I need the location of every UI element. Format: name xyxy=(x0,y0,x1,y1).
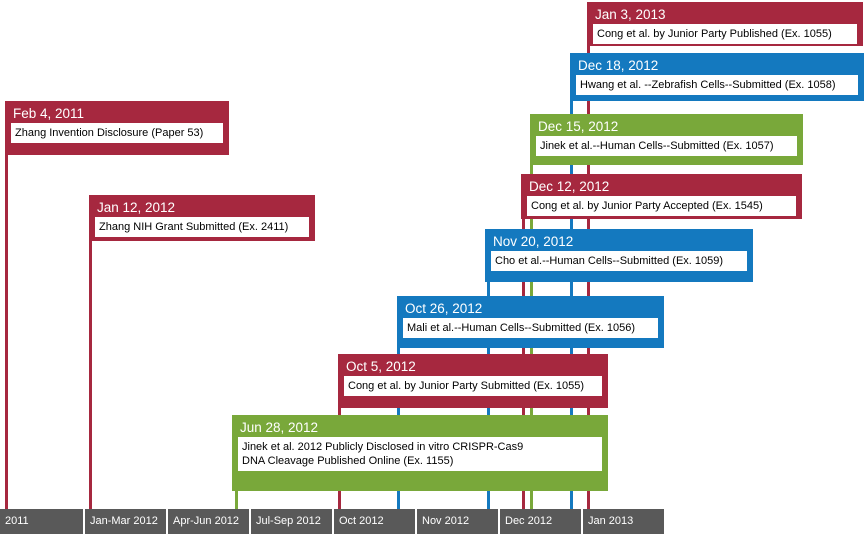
axis-label-apr-jun-2012: Apr-Jun 2012 xyxy=(166,509,249,534)
event-oct-26-2012: Oct 26, 2012 Mali et al.--Human Cells--S… xyxy=(397,296,664,348)
timeline-line-jun-28-2012 xyxy=(235,490,238,509)
event-description: Cong et al. by Junior Party Published (E… xyxy=(593,24,857,44)
axis-label-jan-mar-2012: Jan-Mar 2012 xyxy=(83,509,166,534)
event-jan-12-2012: Jan 12, 2012 Zhang NIH Grant Submitted (… xyxy=(89,195,315,241)
event-date: Dec 18, 2012 xyxy=(578,58,659,73)
event-date: Oct 26, 2012 xyxy=(405,301,483,316)
timeline-line-feb-4-2011 xyxy=(5,154,8,509)
event-description: Jinek et al. 2012 Publicly Disclosed in … xyxy=(238,437,602,471)
event-description: Zhang Invention Disclosure (Paper 53) xyxy=(11,123,223,143)
event-nov-20-2012: Nov 20, 2012 Cho et al.--Human Cells--Su… xyxy=(485,229,753,282)
event-jun-28-2012: Jun 28, 2012 Jinek et al. 2012 Publicly … xyxy=(232,415,608,491)
event-dec-15-2012: Dec 15, 2012 Jinek et al.--Human Cells--… xyxy=(530,114,803,165)
timeline-axis: 2011 Jan-Mar 2012 Apr-Jun 2012 Jul-Sep 2… xyxy=(0,509,664,534)
event-description: Cho et al.--Human Cells--Submitted (Ex. … xyxy=(491,251,747,271)
axis-label-2011: 2011 xyxy=(5,515,29,527)
event-description: Hwang et al. --Zebrafish Cells--Submitte… xyxy=(576,75,858,95)
event-jan-3-2013: Jan 3, 2013 Cong et al. by Junior Party … xyxy=(587,2,863,46)
event-feb-4-2011: Feb 4, 2011 Zhang Invention Disclosure (… xyxy=(5,101,229,155)
event-dec-18-2012: Dec 18, 2012 Hwang et al. --Zebrafish Ce… xyxy=(570,53,864,101)
axis-label-oct-2012: Oct 2012 xyxy=(332,509,415,534)
event-description: Cong et al. by Junior Party Accepted (Ex… xyxy=(527,196,796,216)
event-description: Mali et al.--Human Cells--Submitted (Ex.… xyxy=(403,318,658,338)
event-oct-5-2012: Oct 5, 2012 Cong et al. by Junior Party … xyxy=(338,354,608,408)
event-date: Jan 12, 2012 xyxy=(97,200,176,215)
axis-label-jan-2013: Jan 2013 xyxy=(581,509,664,534)
event-description: Cong et al. by Junior Party Submitted (E… xyxy=(344,376,602,396)
axis-label-nov-2012: Nov 2012 xyxy=(415,509,498,534)
timeline-line-jan-12-2012 xyxy=(89,240,92,509)
event-dec-12-2012: Dec 12, 2012 Cong et al. by Junior Party… xyxy=(521,174,802,219)
event-description: Jinek et al.--Human Cells--Submitted (Ex… xyxy=(536,136,797,156)
event-date: Jun 28, 2012 xyxy=(240,420,319,435)
event-date: Dec 12, 2012 xyxy=(529,179,610,194)
event-date: Jan 3, 2013 xyxy=(595,7,666,22)
axis-label-jul-sep-2012: Jul-Sep 2012 xyxy=(249,509,332,534)
event-date: Nov 20, 2012 xyxy=(493,234,574,249)
axis-label-dec-2012: Dec 2012 xyxy=(498,509,581,534)
event-description: Zhang NIH Grant Submitted (Ex. 2411) xyxy=(95,217,309,237)
event-date: Feb 4, 2011 xyxy=(13,106,85,121)
event-date: Dec 15, 2012 xyxy=(538,119,619,134)
event-date: Oct 5, 2012 xyxy=(346,359,416,374)
